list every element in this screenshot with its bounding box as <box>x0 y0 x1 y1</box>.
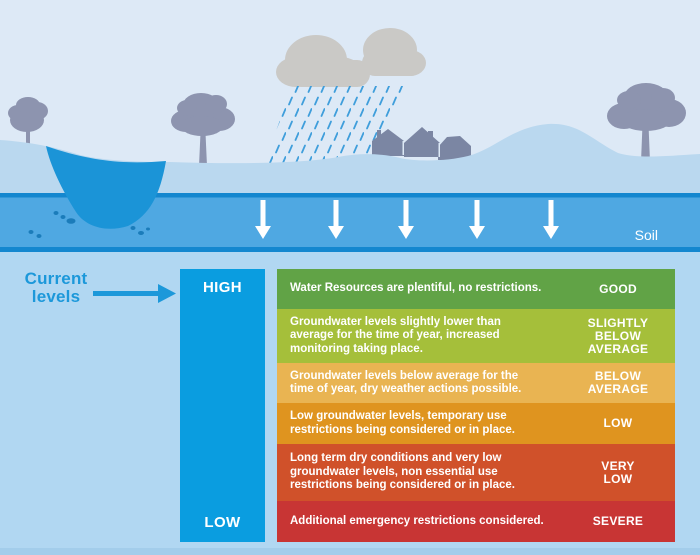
tree-icon-middle <box>171 93 235 166</box>
level-row-status: LOW <box>603 416 633 430</box>
level-row-status: SLIGHTLY BELOW AVERAGE <box>587 315 649 356</box>
level-row-status: GOOD <box>599 281 637 296</box>
level-row-status: BELOW AVERAGE <box>587 369 649 396</box>
soil-top-line <box>0 193 700 198</box>
level-row-description: Additional emergency restrictions consid… <box>290 514 544 527</box>
level-row-description: Long term dry conditions and very low gr… <box>290 452 515 492</box>
current-levels-label: Current levels <box>24 269 88 306</box>
level-row-severe: Additional emergency restrictions consid… <box>277 501 675 542</box>
houses-icon <box>372 127 471 160</box>
rain-icon <box>264 86 404 165</box>
level-row-description: Groundwater levels slightly lower than a… <box>290 315 501 355</box>
level-bar-low-label: LOW <box>204 514 241 531</box>
landscape-illustration: Soil <box>0 0 700 252</box>
level-indicator-bar: HIGH LOW <box>180 269 265 542</box>
current-levels-arrow-icon <box>158 284 176 303</box>
current-levels-arrow-shaft <box>93 291 159 296</box>
level-row-low: Low groundwater levels, temporary use re… <box>277 403 675 444</box>
soil-bottom-line <box>0 247 700 252</box>
level-row-very-low: Long term dry conditions and very low gr… <box>277 444 675 501</box>
level-row-status: SEVERE <box>592 514 644 528</box>
level-row-description: Water Resources are plentiful, no restri… <box>290 282 542 295</box>
level-bar-high-label: HIGH <box>202 279 243 296</box>
level-row-description: Low groundwater levels, temporary use re… <box>290 410 515 436</box>
level-row-slightly-below-average: Groundwater levels slightly lower than a… <box>277 309 675 363</box>
level-row-description: Groundwater levels below average for the… <box>290 369 522 396</box>
pebbles <box>28 211 150 238</box>
level-row-below-average: Groundwater levels below average for the… <box>277 363 675 403</box>
rain-cloud-icon <box>276 28 426 87</box>
level-row-good: Water Resources are plentiful, no restri… <box>277 269 675 309</box>
pond <box>46 146 166 229</box>
tree-icon-right <box>607 83 686 162</box>
level-row-status: VERY LOW <box>601 458 635 486</box>
level-status-table: Water Resources are plentiful, no restri… <box>277 269 675 542</box>
bottom-edge-strip <box>0 548 700 555</box>
soil-label: Soil <box>635 227 658 243</box>
levels-legend-section: Current levels HIGH LOW Water Resources … <box>0 252 700 555</box>
tree-icon-left <box>8 97 48 152</box>
land-surface <box>0 123 700 193</box>
